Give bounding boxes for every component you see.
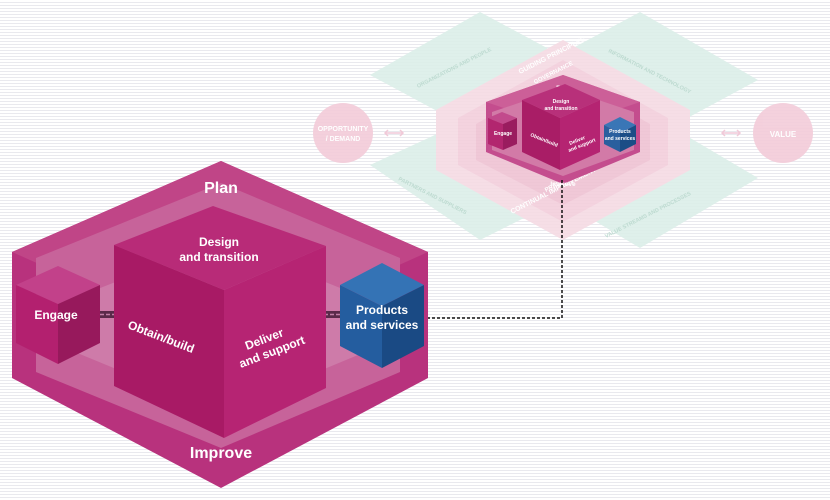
opportunity-label-line1: OPPORTUNITY bbox=[318, 126, 369, 133]
engage-connector-icon bbox=[98, 311, 118, 318]
small-products-right bbox=[620, 125, 636, 152]
small-engage-top bbox=[488, 112, 517, 124]
large-design-label-2: and transition bbox=[179, 250, 258, 264]
large-products-left bbox=[340, 285, 382, 368]
organizations-and-people-band bbox=[370, 12, 560, 118]
small-engage-right bbox=[503, 118, 517, 150]
large-center-left bbox=[114, 245, 224, 438]
value-circle bbox=[753, 103, 813, 163]
information-and-technology-band bbox=[560, 12, 758, 122]
large-center-right bbox=[224, 246, 326, 438]
zoom-connector-line bbox=[427, 180, 563, 319]
large-products-label-1: Products bbox=[356, 303, 408, 317]
large-plan-label: Plan bbox=[204, 180, 238, 197]
small-engage-left bbox=[488, 118, 503, 150]
value-streams-band bbox=[560, 132, 758, 248]
small-improve-label: Improve bbox=[550, 181, 576, 188]
opportunity-demand-circle bbox=[313, 103, 373, 163]
small-design-label-1: Design bbox=[553, 99, 570, 105]
large-products-right bbox=[382, 285, 424, 368]
large-products-label-2: and services bbox=[346, 318, 419, 332]
large-engage-right bbox=[58, 285, 100, 364]
large-products-top bbox=[340, 263, 424, 306]
small-value-chain-model: Plan Improve Engage Design and transitio… bbox=[486, 75, 640, 188]
large-engage-left bbox=[16, 285, 58, 364]
opportunity-label-line2: / DEMAND bbox=[326, 136, 361, 143]
small-design-label-2: and transition bbox=[544, 106, 577, 112]
large-center-top bbox=[114, 206, 326, 290]
small-center-top bbox=[522, 84, 600, 118]
small-products-label-2: and services bbox=[605, 136, 636, 142]
large-design-label-1: Design bbox=[199, 235, 239, 249]
large-engage-label: Engage bbox=[34, 308, 78, 322]
small-deliver-label-1: Deliver bbox=[569, 135, 587, 147]
products-connector-icon bbox=[322, 311, 344, 318]
small-center-right bbox=[560, 100, 600, 170]
large-improve-label: Improve bbox=[190, 445, 252, 462]
value-arrow-icon bbox=[720, 129, 742, 137]
small-products-label-1: Products bbox=[609, 129, 631, 135]
small-engage-label: Engage bbox=[494, 131, 512, 137]
large-value-chain-model: Plan Improve Engage Design and transitio… bbox=[12, 161, 428, 488]
small-center-left bbox=[522, 100, 560, 170]
demand-arrow-icon bbox=[383, 129, 405, 137]
small-products-left bbox=[604, 125, 620, 152]
value-label: VALUE bbox=[770, 130, 797, 139]
